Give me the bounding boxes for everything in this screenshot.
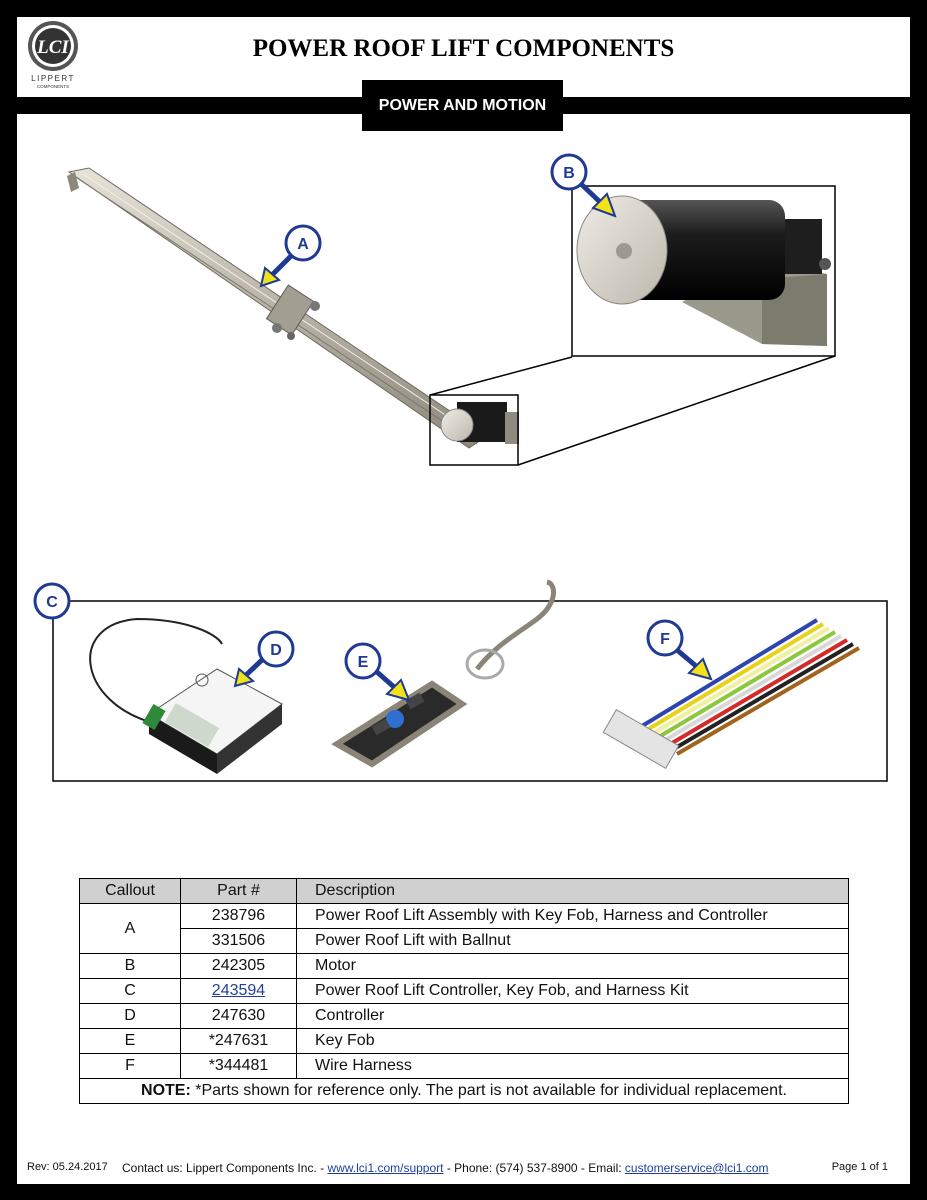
row-part: 238796 <box>180 903 297 929</box>
header-part: Part # <box>180 878 297 904</box>
callout-e: E <box>344 642 382 680</box>
logo-sub1: LIPPERT <box>31 74 75 83</box>
zoom-box-small <box>429 394 519 466</box>
callout-arrows <box>233 180 713 702</box>
table-header-row: Callout Part # Description <box>79 878 849 904</box>
row-part: 242305 <box>180 953 297 979</box>
table-note: NOTE: *Parts shown for reference only. T… <box>79 1078 849 1104</box>
row-part-cell: 243594 <box>180 978 297 1004</box>
row-description: Power Roof Lift Controller, Key Fob, and… <box>296 978 849 1004</box>
page-title: POWER ROOF LIFT COMPONENTS <box>252 35 675 62</box>
table-row: B 242305 Motor <box>79 953 849 979</box>
table-note-row: NOTE: *Parts shown for reference only. T… <box>79 1078 849 1104</box>
table-row: E *247631 Key Fob <box>79 1028 849 1054</box>
logo-letters: LCI <box>36 37 69 58</box>
row-description: Power Roof Lift with Ballnut <box>296 928 849 954</box>
row-part: 331506 <box>180 928 297 954</box>
svg-text:D: D <box>270 642 282 659</box>
table-row: C 243594 Power Roof Lift Controller, Key… <box>79 978 849 1004</box>
contact-prefix: Contact us: Lippert Components Inc. - <box>122 1161 328 1175</box>
svg-text:B: B <box>563 165 575 182</box>
contact-phone: - Phone: (574) 537-8900 - Email: <box>443 1161 625 1175</box>
callout-b: B <box>550 153 588 191</box>
table-row: F *344481 Wire Harness <box>79 1053 849 1079</box>
callout-c: C <box>33 582 71 620</box>
page-number: Page 1 of 1 <box>831 1161 888 1173</box>
row-description: Wire Harness <box>296 1053 849 1079</box>
row-description: Key Fob <box>296 1028 849 1054</box>
support-link[interactable]: www.lci1.com/support <box>327 1161 444 1175</box>
table-row: D 247630 Controller <box>79 1003 849 1029</box>
roof-lift-rail <box>67 167 519 449</box>
parts-table: Callout Part # Description A 238796 Powe… <box>79 878 849 1104</box>
header-callout: Callout <box>79 878 181 904</box>
kit-box <box>52 600 888 782</box>
row-part: 247630 <box>180 1003 297 1029</box>
contact-info: Contact us: Lippert Components Inc. - ww… <box>122 1161 768 1175</box>
svg-text:E: E <box>358 654 369 671</box>
row-callout: E <box>79 1028 181 1054</box>
row-description: Controller <box>296 1003 849 1029</box>
row-description: Power Roof Lift Assembly with Key Fob, H… <box>296 903 849 929</box>
controller-image <box>89 617 283 774</box>
email-link[interactable]: customerservice@lci1.com <box>624 1161 769 1175</box>
table-row: A 238796 Power Roof Lift Assembly with K… <box>79 903 849 954</box>
main-panel: A B C D E F Callout Part # Description <box>17 114 910 1184</box>
logo-sub2: COMPONENTS <box>37 84 69 89</box>
part-link-243594[interactable]: 243594 <box>211 982 266 999</box>
row-description: Motor <box>296 953 849 979</box>
row-part: *247631 <box>180 1028 297 1054</box>
callout-f: F <box>646 619 684 657</box>
motor-image <box>576 195 831 346</box>
key-fob-image <box>331 579 557 768</box>
callout-a: A <box>284 224 322 262</box>
table-row: 331506 Power Roof Lift with Ballnut <box>80 928 849 954</box>
components-diagram: A B C D E F <box>33 153 888 782</box>
revision-date: Rev: 05.24.2017 <box>27 1161 108 1173</box>
row-callout: F <box>79 1053 181 1079</box>
svg-text:C: C <box>46 594 58 611</box>
row-part: *344481 <box>180 1053 297 1079</box>
header-description: Description <box>296 878 849 904</box>
row-callout: D <box>79 1003 181 1029</box>
callout-d: D <box>257 630 295 668</box>
lippert-logo: LCI LIPPERT COMPONENTS <box>28 21 78 89</box>
section-tab: POWER AND MOTION <box>362 80 563 131</box>
svg-text:F: F <box>660 631 670 648</box>
row-callout: A <box>79 903 181 954</box>
note-text: *Parts shown for reference only. The par… <box>190 1082 787 1099</box>
svg-text:A: A <box>297 236 309 253</box>
row-callout: C <box>79 978 181 1004</box>
row-callout: B <box>79 953 181 979</box>
note-label: NOTE: <box>141 1082 191 1099</box>
wire-harness-image <box>602 618 861 769</box>
